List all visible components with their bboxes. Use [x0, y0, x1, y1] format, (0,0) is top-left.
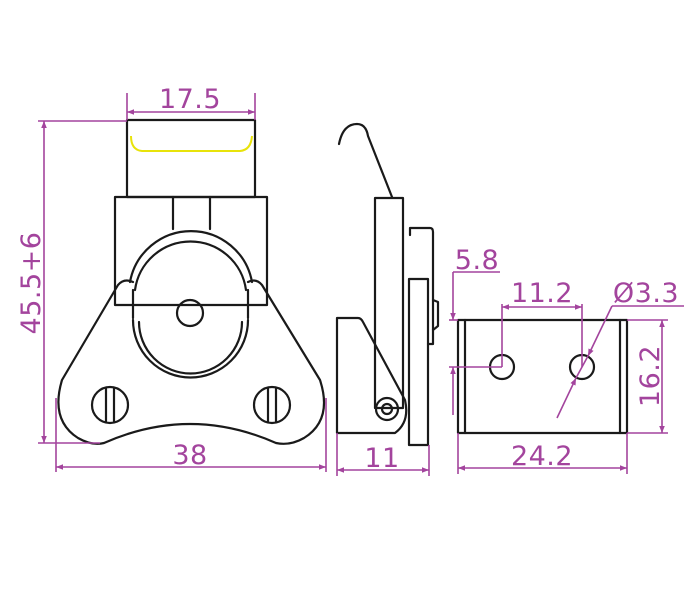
dim-hole-offset: 5.8 — [455, 245, 499, 276]
side-base — [335, 316, 408, 435]
lever-bottom-arc — [131, 318, 250, 379]
side-view — [335, 122, 440, 447]
dim-plate-height: 16.2 — [635, 345, 666, 407]
base-plate — [57, 279, 326, 445]
plate-outline — [456, 318, 629, 435]
dim-side-depth: 11 — [364, 443, 399, 474]
pivot-hole — [175, 298, 205, 328]
back-plate — [407, 277, 430, 447]
lever-side — [373, 196, 405, 410]
dim-total-height: 45.5+6 — [16, 232, 47, 335]
dim-plate-width: 24.2 — [511, 441, 573, 472]
dimensions: 17.5 45.5+6 38 11 5.8 11.2 Ø3.3 — [16, 84, 684, 476]
hook-wire — [337, 122, 394, 199]
lever-arc — [128, 230, 254, 284]
screw-left-icon — [90, 385, 130, 425]
pin-inner — [380, 402, 394, 416]
plate-view — [456, 318, 629, 435]
dim-top-width: 17.5 — [159, 84, 221, 115]
dim-hole-diameter: Ø3.3 — [613, 278, 679, 309]
mount-block — [113, 195, 269, 307]
back-plate-upper — [408, 226, 435, 346]
dim-hole-spacing: 11.2 — [511, 278, 573, 309]
catch-highlight-curve — [130, 135, 253, 152]
dim-base-width: 38 — [172, 440, 207, 471]
pin-outer — [374, 396, 400, 422]
front-view — [57, 118, 326, 445]
top-catch-block — [125, 118, 257, 199]
screw-right-icon — [252, 385, 292, 425]
